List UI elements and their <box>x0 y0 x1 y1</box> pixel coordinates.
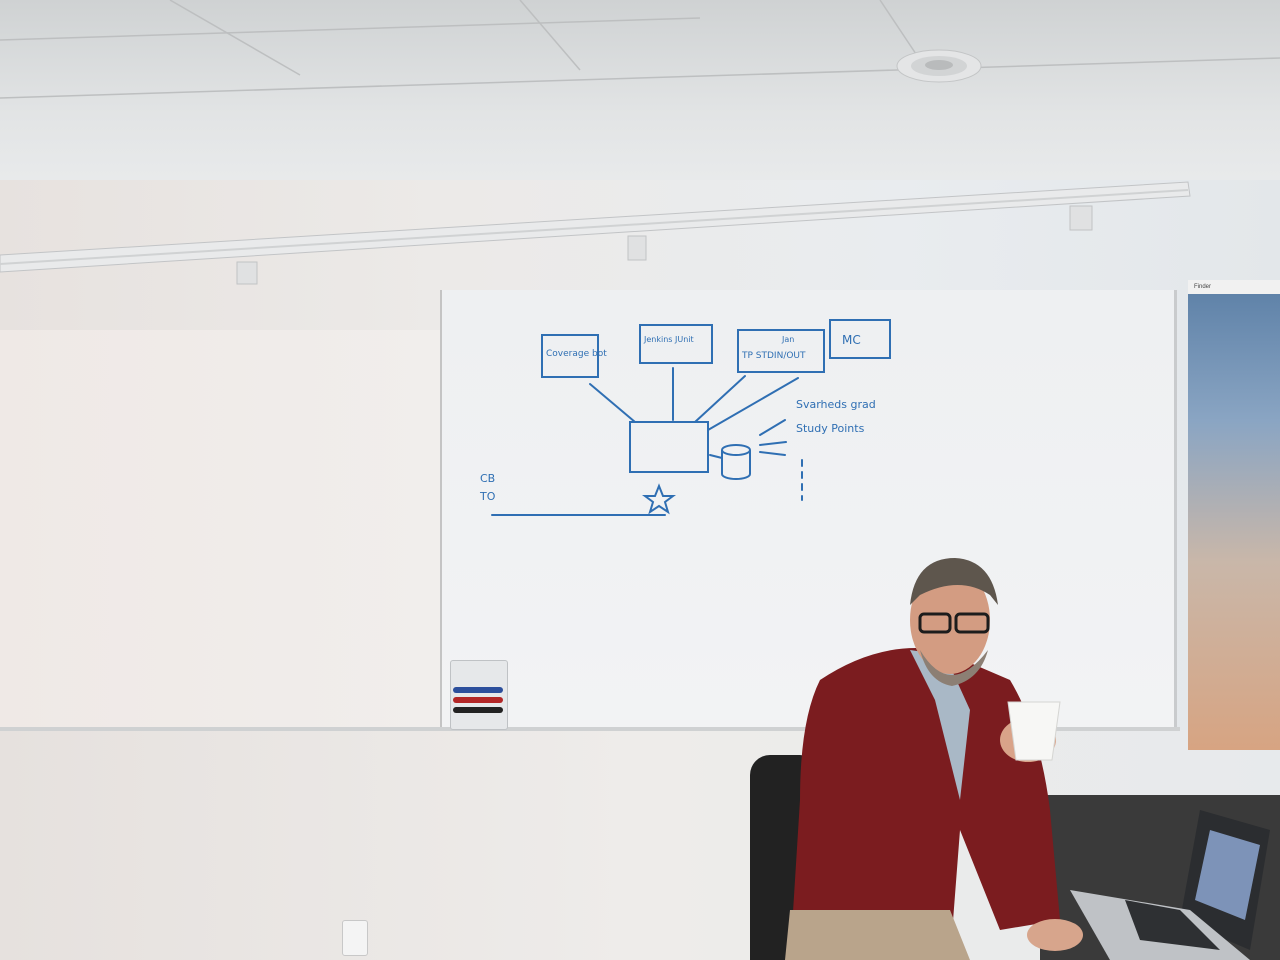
marker-blue[interactable] <box>453 687 503 693</box>
label-mc: MC <box>842 333 861 347</box>
ceiling <box>0 0 1280 190</box>
beard <box>920 650 988 686</box>
whiteboard-main <box>440 290 1177 730</box>
note-to: TO <box>479 490 496 503</box>
whiteboard-drawing: Coverage bot Jenkins JUnit TP STDIN/OUT … <box>479 319 891 516</box>
diagram-box-tp <box>737 329 825 373</box>
label-jan: Jan <box>781 335 794 344</box>
label-jenkins: Jenkins JUnit <box>643 335 694 344</box>
note-study-points: Study Points <box>796 422 865 435</box>
glasses-right <box>954 612 990 634</box>
diagram-database <box>721 444 751 480</box>
sweater <box>790 648 1060 960</box>
ceiling-tile-grid <box>0 0 1280 99</box>
diagram-box-center <box>629 421 709 473</box>
note-cb: CB <box>480 472 495 485</box>
glasses-left <box>918 612 952 634</box>
person <box>785 558 1083 960</box>
marker-red[interactable] <box>453 697 503 703</box>
whiteboard-left <box>0 330 450 730</box>
diagram-box-jenkins <box>639 324 713 364</box>
hair <box>910 558 998 605</box>
paper-cup <box>1007 701 1061 761</box>
hand-lower <box>1027 919 1083 951</box>
diagram-box-coverage <box>541 334 599 378</box>
diagram-star <box>642 483 676 515</box>
ceiling-vent <box>896 49 982 83</box>
trousers <box>785 910 970 960</box>
label-tp: TP STDIN/OUT <box>741 351 806 361</box>
power-outlet <box>342 920 368 956</box>
whiteboard-tray <box>0 727 1180 731</box>
diagram-box-mc <box>829 319 891 359</box>
projection-screen <box>1188 280 1280 750</box>
ceiling-rail <box>0 181 1191 285</box>
marker-black[interactable] <box>453 707 503 713</box>
marker-holder <box>450 660 508 730</box>
label-coverage-bot: Coverage bot <box>546 349 607 359</box>
note-svarheds-grad: Svarheds grad <box>796 398 876 411</box>
screen-menu-bar: Finder <box>1188 280 1280 294</box>
shirt-collar <box>910 650 970 800</box>
laptop[interactable] <box>1070 800 1280 960</box>
